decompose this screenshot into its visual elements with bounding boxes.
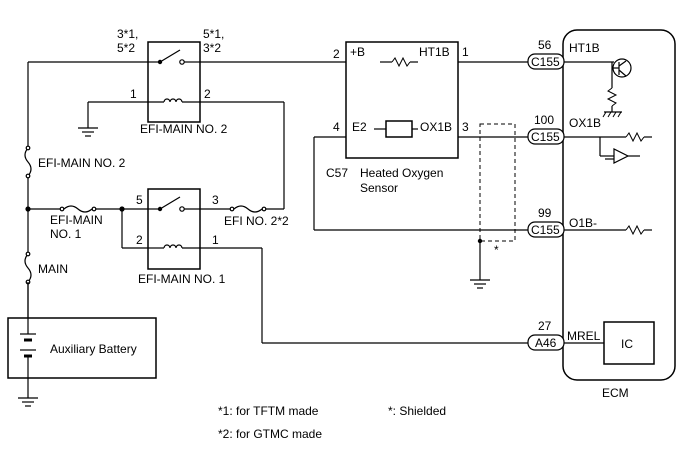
- heated-oxygen-sensor: [345, 41, 459, 159]
- ecm-pin-100-num: 100: [534, 113, 554, 127]
- relay-main1-title: EFI-MAIN NO. 1: [138, 272, 226, 286]
- ecm-pin-99-num: 99: [538, 206, 552, 220]
- fuse-efi-main2: [24, 147, 32, 177]
- fuse-efi-main2-label: EFI-MAIN NO. 2: [38, 156, 126, 170]
- note-tftm: *1: for TFTM made: [218, 404, 319, 418]
- ecm-o1b-resistor: [625, 224, 645, 236]
- shield-mark: *: [494, 243, 499, 257]
- sensor-pin-ht: HT1B: [419, 45, 450, 59]
- fuse-efi-main1: [63, 205, 93, 213]
- relay-main1-switch: [159, 196, 181, 210]
- ecm-ox-resistor: [625, 131, 645, 143]
- fuse-main: [24, 253, 32, 283]
- sensor-pin-ht-num: 1: [462, 45, 469, 59]
- relay-main1-pin-br: 1: [212, 233, 219, 247]
- shield-outline: [479, 123, 516, 242]
- relay-main2-pin-bl: 1: [130, 87, 137, 101]
- fuse-efi-main1-label-b: NO. 1: [50, 227, 82, 241]
- sensor-pin-ox: OX1B: [420, 120, 452, 134]
- ecm-ht-resistor: [606, 87, 618, 107]
- sensor-pin-e2-num: 4: [333, 120, 340, 134]
- sensor-element: [385, 120, 413, 138]
- ecm-pin-27-num: 27: [538, 319, 552, 333]
- ecm-ic-box: [603, 321, 655, 365]
- relay-main1-pin-tl: 5: [136, 193, 143, 207]
- relay-main2-switch: [159, 49, 181, 63]
- sensor-pin-b: +B: [350, 45, 365, 59]
- sensor-pin-b-num: 2: [333, 47, 340, 61]
- fuse-main-label: MAIN: [38, 262, 68, 276]
- relay-efi-main-2: [147, 41, 201, 123]
- relay-main2-pin-tr: 5*1,: [203, 27, 224, 41]
- relay-main2-coil: [163, 98, 183, 103]
- ecm-pin-56-name: HT1B: [569, 41, 600, 55]
- ecm-amplifier: [613, 148, 630, 164]
- ecm-pin-100-name: OX1B: [569, 116, 601, 130]
- fuse-efi-no2-label: EFI NO. 2*2: [224, 214, 289, 228]
- sensor-name-line1: Heated Oxygen: [360, 166, 443, 180]
- sensor-heater-resistor: [391, 56, 411, 68]
- relay-main1-pin-tr: 3: [212, 193, 219, 207]
- relay-main2-pin-tl: 3*1,: [117, 27, 138, 41]
- relay-main2-title: EFI-MAIN NO. 2: [140, 122, 228, 136]
- ecm-pin-56-num: 56: [538, 38, 552, 52]
- ecm-pin-99-conn: C155: [531, 223, 560, 237]
- fuse-efi-no2: [233, 205, 263, 213]
- sensor-pin-ox-num: 3: [462, 120, 469, 134]
- battery-label: Auxiliary Battery: [50, 342, 137, 356]
- ecm-pin-56-conn: C155: [531, 55, 560, 69]
- note-gtmc: *2: for GTMC made: [218, 427, 322, 441]
- ecm-ic-label: IC: [621, 337, 633, 351]
- sensor-pin-e2: E2: [352, 120, 367, 134]
- relay-main2-pin-tl2: 5*2: [117, 41, 135, 55]
- ecm-pin-99-name: O1B-: [569, 216, 597, 230]
- sensor-code: C57: [326, 166, 348, 180]
- ecm-label: ECM: [602, 386, 629, 400]
- relay-main2-pin-br: 2: [204, 87, 211, 101]
- ecm-pin-27-name: MREL: [567, 329, 601, 343]
- relay-main1-pin-bl: 2: [136, 233, 143, 247]
- note-shielded: *: Shielded: [388, 404, 446, 418]
- relay-efi-main-1: [147, 188, 201, 270]
- fuse-efi-main1-label-a: EFI-MAIN: [50, 213, 103, 227]
- sensor-name-line2: Sensor: [360, 181, 398, 195]
- ecm-box: [562, 29, 676, 381]
- auxiliary-battery: [7, 317, 157, 379]
- ecm-pin-27-conn: A46: [535, 336, 557, 350]
- relay-main1-coil: [163, 244, 183, 249]
- ecm-pin-100-conn: C155: [531, 130, 560, 144]
- relay-main2-pin-tr2: 3*2: [203, 41, 221, 55]
